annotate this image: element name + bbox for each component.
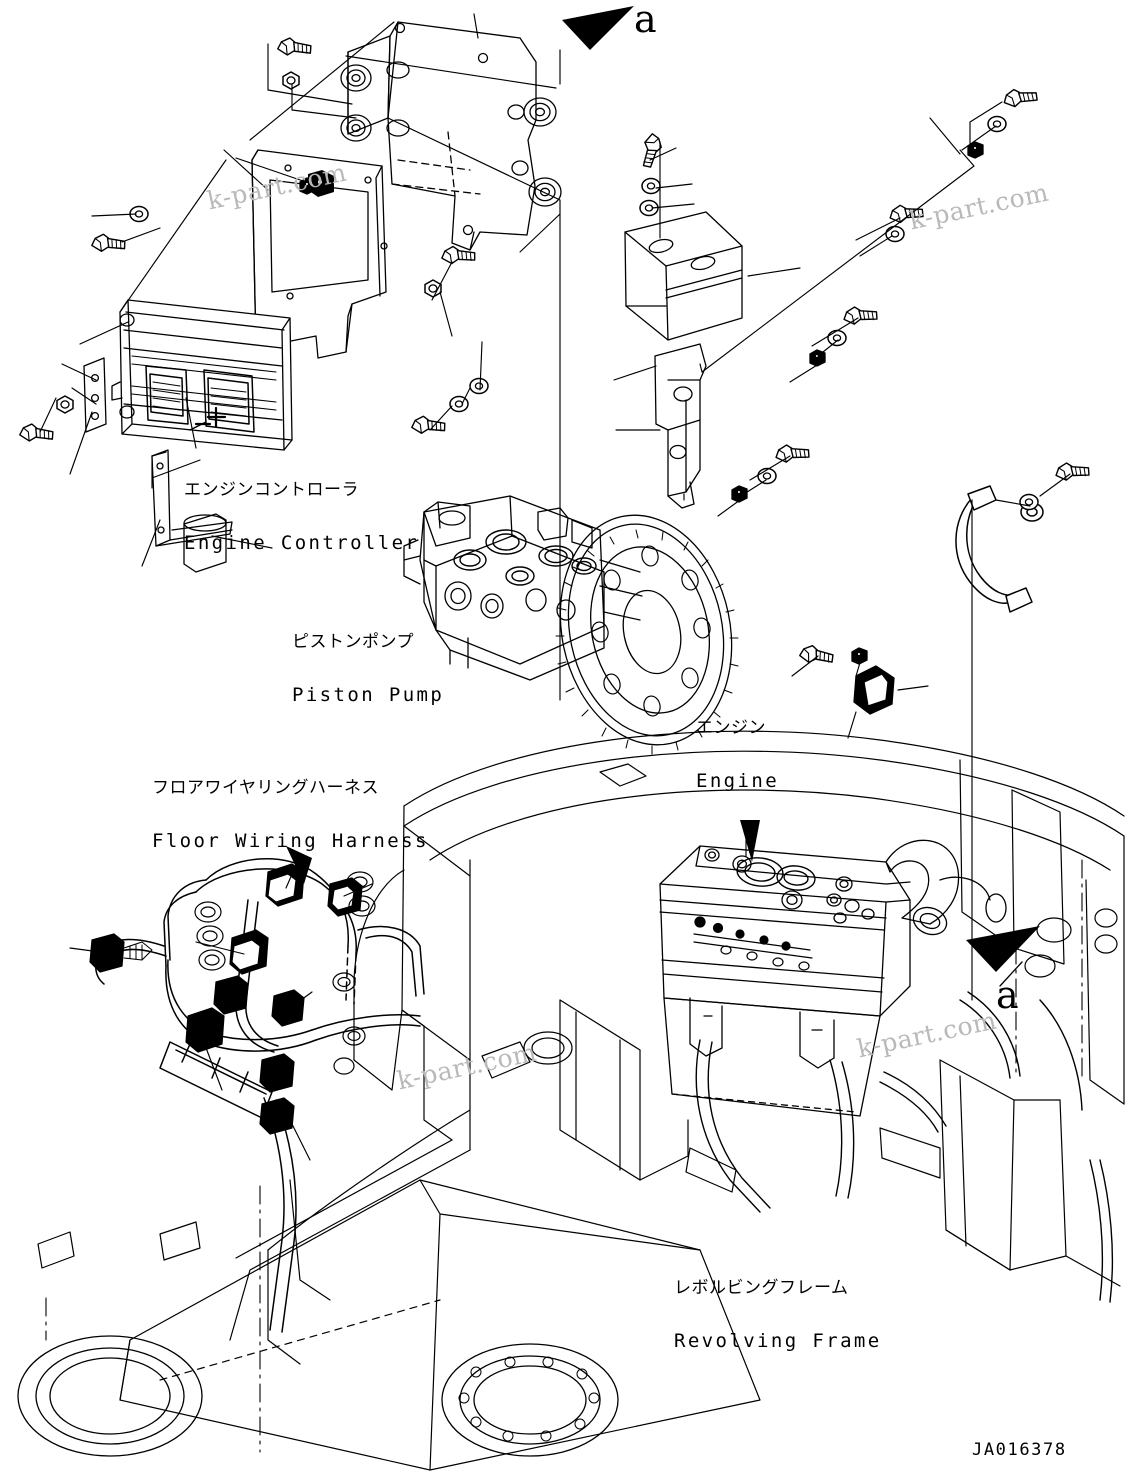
engine-controller-unit — [111, 299, 293, 451]
label-floor-wiring-harness-jp: フロアワイヤリングハーネス — [152, 777, 379, 798]
label-engine-controller-jp: エンジンコントローラ — [184, 479, 359, 500]
label-revolving-frame: レボルビングフレーム Revolving Frame — [674, 1244, 882, 1386]
engine-block — [659, 839, 1007, 1117]
leader-lines — [39, 13, 1071, 1161]
label-engine-controller: エンジンコントローラ Engine Controller — [184, 446, 419, 588]
upper-mounting-bracket — [340, 21, 562, 251]
label-engine-en: Engine — [696, 770, 780, 793]
pointer-arrows — [286, 6, 1040, 972]
callout-a-bottom: a — [996, 973, 1019, 1017]
label-piston-pump: ピストンポンプ Piston Pump — [292, 598, 444, 740]
label-engine-controller-en: Engine Controller — [184, 532, 420, 555]
floor-wiring-harness — [89, 858, 425, 1333]
label-piston-pump-jp: ピストンポンプ — [292, 631, 414, 652]
shield-lower-bracket — [654, 343, 707, 509]
engine-wiring-routing — [695, 991, 1114, 1303]
label-floor-wiring-harness: フロアワイヤリングハーネス Floor Wiring Harness — [152, 744, 429, 886]
ecu-lower-bracket — [151, 449, 233, 573]
label-revolving-frame-en: Revolving Frame — [674, 1330, 882, 1353]
controller-mount-bracket — [251, 149, 388, 359]
flywheel-housing — [555, 514, 739, 755]
heat-shield-cover — [624, 211, 743, 341]
drawing-number: JA016378 — [972, 1440, 1067, 1460]
label-engine: エンジン Engine — [696, 684, 779, 826]
label-piston-pump-en: Piston Pump — [292, 684, 445, 707]
callout-a-top: a — [634, 0, 657, 41]
revolving-frame — [17, 730, 1125, 1471]
label-engine-jp: エンジン — [696, 717, 766, 738]
ecu-mounting-strip — [83, 357, 107, 433]
hardware-items — [17, 33, 1092, 715]
label-revolving-frame-jp: レボルビングフレーム — [674, 1277, 849, 1298]
label-floor-wiring-harness-en: Floor Wiring Harness — [152, 830, 429, 853]
